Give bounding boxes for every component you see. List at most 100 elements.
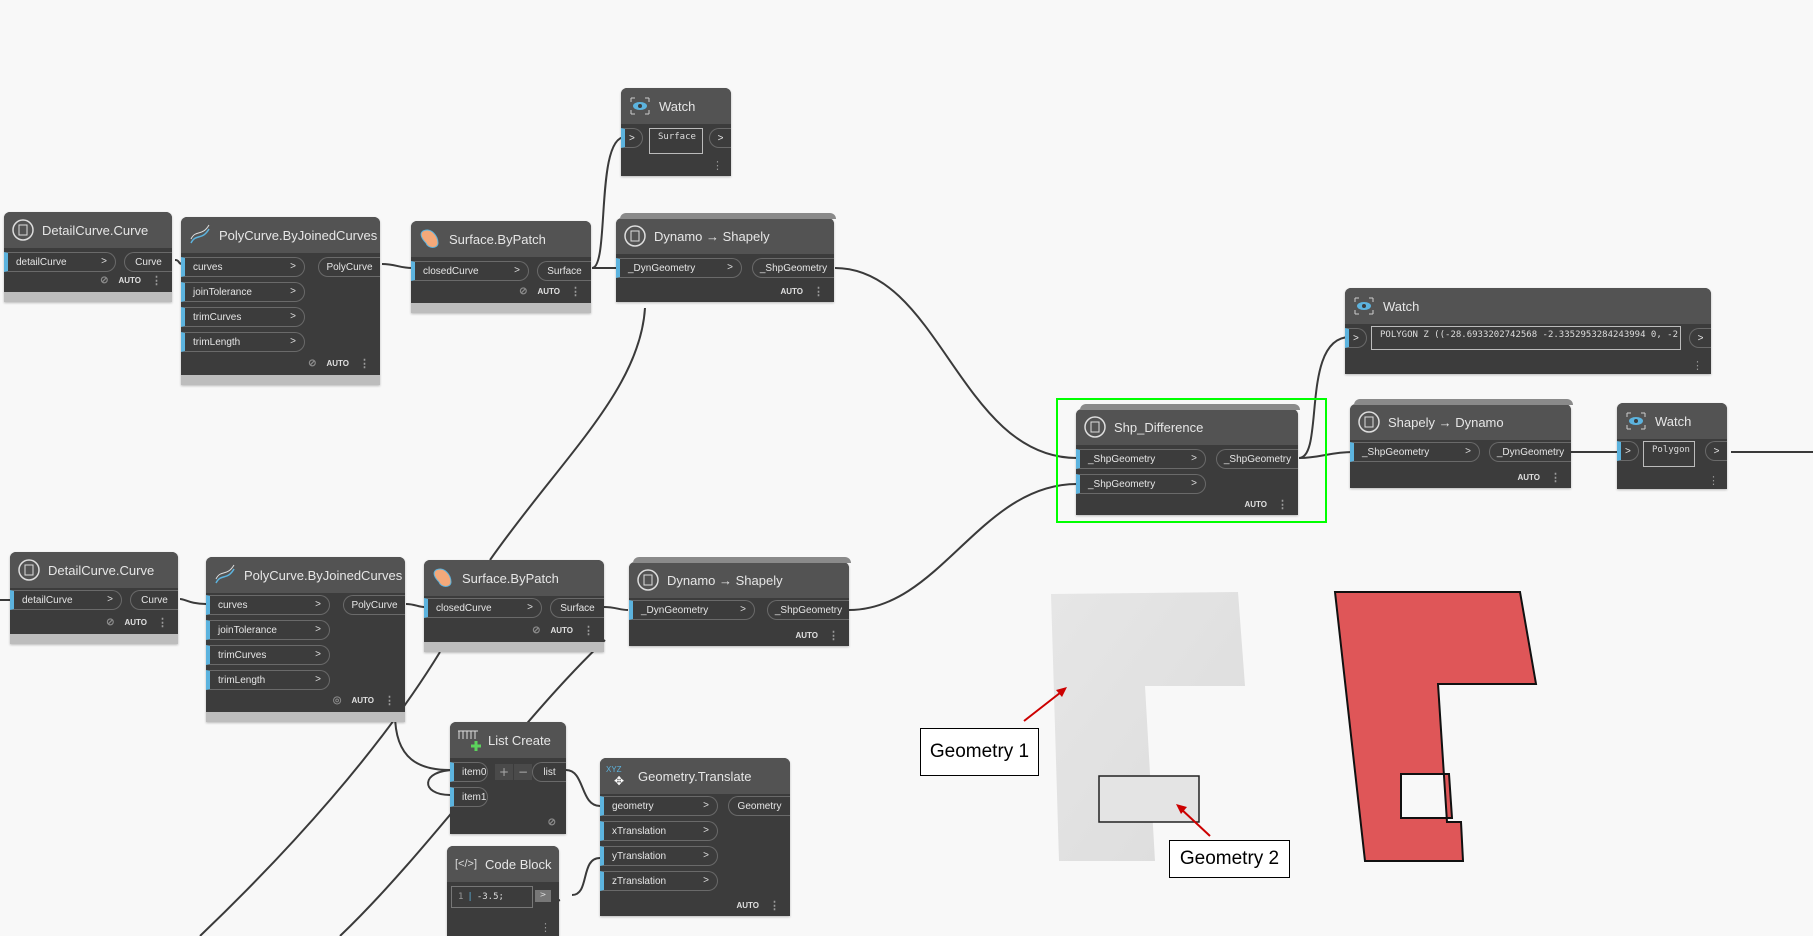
- input-port-curves[interactable]: curves>: [206, 595, 330, 615]
- node-watch-top[interactable]: Watch > Surface > ⋮: [621, 88, 731, 176]
- node-title: Watch: [1383, 298, 1420, 314]
- more-menu-icon[interactable]: ⋮: [1708, 474, 1719, 487]
- node-polycurve-top[interactable]: PolyCurve.ByJoinedCurves curves> joinTol…: [181, 217, 380, 385]
- input-port-shpgeometry-1[interactable]: _ShpGeometry>: [1076, 449, 1206, 469]
- input-port-detailcurve[interactable]: detailCurve>: [4, 252, 116, 272]
- node-footer: [4, 292, 172, 302]
- input-port-curves[interactable]: curves>: [181, 257, 305, 277]
- input-port-item0[interactable]: item0: [450, 762, 488, 782]
- remove-input-button[interactable]: −: [514, 764, 532, 780]
- node-watch-wkt[interactable]: Watch > POLYGON Z ((-28.6933202742568 -2…: [1345, 288, 1711, 374]
- more-menu-icon: ⋮: [828, 629, 839, 642]
- node-code-block[interactable]: [</>]Code Block 1|-3.5; > ⋮: [447, 846, 559, 936]
- watch-input-port[interactable]: >: [1345, 328, 1367, 348]
- preview-off-icon: ⊘: [308, 358, 317, 369]
- more-menu-icon[interactable]: ⋮: [712, 159, 723, 172]
- list-create-icon: [456, 727, 482, 753]
- more-menu-icon[interactable]: ⋮: [1692, 359, 1703, 372]
- output-port-curve[interactable]: Curve: [130, 590, 178, 610]
- node-dynamo-to-shapely-top[interactable]: Dynamo → Shapely _DynGeometry> _ShpGeome…: [616, 213, 836, 302]
- watch-output-port[interactable]: >: [709, 128, 731, 148]
- lacing-auto[interactable]: ⊘AUTO⋮: [106, 616, 168, 629]
- watch-output-port[interactable]: >: [1705, 441, 1727, 461]
- annotation-geometry-1: Geometry 1: [920, 728, 1039, 776]
- input-port-jointolerance[interactable]: joinTolerance>: [206, 620, 330, 640]
- polycurve-icon: [212, 562, 238, 588]
- input-port-xtranslation[interactable]: xTranslation>: [600, 821, 718, 841]
- output-port-shpgeometry[interactable]: _ShpGeometry: [752, 258, 834, 278]
- more-menu-icon[interactable]: ⋮: [151, 274, 162, 287]
- node-watch-polygon[interactable]: Watch > Polygon > ⋮: [1617, 403, 1727, 489]
- more-menu-icon: ⋮: [583, 624, 594, 637]
- node-list-create[interactable]: List Create item0 item1 + − list ⊘: [450, 722, 566, 834]
- node-title: List Create: [488, 732, 551, 748]
- lacing-auto[interactable]: AUTO⋮: [1244, 498, 1288, 511]
- watch-input-port[interactable]: >: [1617, 441, 1639, 461]
- surface-icon: [417, 226, 443, 252]
- output-port-list[interactable]: list: [532, 762, 566, 782]
- input-port-shpgeometry[interactable]: _ShpGeometry>: [1350, 442, 1480, 462]
- lacing-auto[interactable]: ◎AUTO⋮: [332, 694, 395, 707]
- input-port-closedcurve[interactable]: closedCurve>: [424, 598, 542, 618]
- lacing-auto[interactable]: AUTO⋮: [795, 629, 839, 642]
- input-port-shpgeometry-2[interactable]: _ShpGeometry>: [1076, 474, 1206, 494]
- lacing-auto[interactable]: ⊘AUTO⋮: [532, 624, 594, 637]
- input-port-item1[interactable]: item1: [450, 787, 488, 807]
- code-editor[interactable]: 1|-3.5;: [451, 886, 533, 908]
- output-port-polycurve[interactable]: PolyCurve: [318, 257, 380, 277]
- node-detailcurve-bottom[interactable]: DetailCurve.Curve detailCurve> Curve ⊘AU…: [10, 552, 178, 644]
- detailcurve-icon: [10, 217, 36, 243]
- output-port-shpgeometry[interactable]: _ShpGeometry: [1216, 449, 1298, 469]
- node-polycurve-bottom[interactable]: PolyCurve.ByJoinedCurves curves> joinTol…: [206, 557, 405, 722]
- input-port-trimcurves[interactable]: trimCurves>: [181, 307, 305, 327]
- input-port-trimlength[interactable]: trimLength>: [206, 670, 330, 690]
- output-port-geometry[interactable]: Geometry: [728, 796, 790, 816]
- output-port-shpgeometry[interactable]: _ShpGeometry: [767, 600, 849, 620]
- node-title: Shapely → Dynamo: [1388, 414, 1504, 430]
- node-title: PolyCurve.ByJoinedCurves: [244, 567, 403, 583]
- lacing-auto[interactable]: ⊘AUTO⋮: [519, 285, 581, 298]
- more-menu-icon[interactable]: ⋮: [540, 921, 551, 934]
- lacing-auto[interactable]: ⊘AUTO⋮: [100, 274, 162, 287]
- node-dynamo-to-shapely-bottom[interactable]: Dynamo → Shapely _DynGeometry> _ShpGeome…: [629, 557, 851, 646]
- lacing-auto[interactable]: ⊘AUTO⋮: [308, 357, 370, 370]
- node-shapely-to-dynamo[interactable]: Shapely → Dynamo _ShpGeometry> _DynGeome…: [1350, 399, 1573, 488]
- lacing-status[interactable]: ⊘: [548, 817, 556, 828]
- output-port-curve[interactable]: Curve: [124, 252, 172, 272]
- eye-icon: [627, 93, 653, 119]
- lacing-auto[interactable]: AUTO⋮: [736, 899, 780, 912]
- input-port-trimcurves[interactable]: trimCurves>: [206, 645, 330, 665]
- node-title: PolyCurve.ByJoinedCurves: [219, 227, 378, 243]
- code-output-port[interactable]: >: [535, 890, 551, 902]
- node-surface-top[interactable]: Surface.ByPatch closedCurve> Surface ⊘AU…: [411, 221, 591, 313]
- output-port-surface[interactable]: Surface: [550, 598, 604, 618]
- wire: [489, 307, 646, 561]
- node-surface-bottom[interactable]: Surface.ByPatch closedCurve> Surface ⊘AU…: [424, 560, 604, 652]
- output-port-dyngeometry[interactable]: _DynGeometry: [1489, 442, 1571, 462]
- add-input-button[interactable]: +: [495, 764, 513, 780]
- wire: [179, 598, 207, 605]
- node-shp-difference[interactable]: Shp_Difference _ShpGeometry> _ShpGeometr…: [1076, 404, 1300, 515]
- output-port-surface[interactable]: Surface: [537, 261, 591, 281]
- annotation-arrow-1: [1023, 688, 1066, 722]
- preview-off-icon: ⊘: [106, 617, 115, 628]
- wire: [603, 606, 629, 611]
- input-port-detailcurve[interactable]: detailCurve>: [10, 590, 122, 610]
- node-geometry-translate[interactable]: XYZ✥Geometry.Translate geometry> xTransl…: [600, 758, 790, 916]
- detailcurve-icon: [16, 557, 42, 583]
- input-port-ztranslation[interactable]: zTranslation>: [600, 871, 718, 891]
- lacing-auto[interactable]: AUTO⋮: [1517, 471, 1561, 484]
- lacing-auto[interactable]: AUTO⋮: [780, 285, 824, 298]
- output-port-polycurve[interactable]: PolyCurve: [343, 595, 405, 615]
- watch-output-port[interactable]: >: [1689, 328, 1711, 348]
- input-port-geometry[interactable]: geometry>: [600, 796, 718, 816]
- input-port-ytranslation[interactable]: yTranslation>: [600, 846, 718, 866]
- input-port-dyngeometry[interactable]: _DynGeometry>: [616, 258, 742, 278]
- input-port-jointolerance[interactable]: joinTolerance>: [181, 282, 305, 302]
- node-detailcurve-top[interactable]: DetailCurve.Curve detailCurve> Curve ⊘AU…: [4, 212, 172, 302]
- input-port-dyngeometry[interactable]: _DynGeometry>: [629, 600, 755, 620]
- input-port-trimlength[interactable]: trimLength>: [181, 332, 305, 352]
- watch-input-port[interactable]: >: [621, 128, 643, 148]
- input-port-closedcurve[interactable]: closedCurve>: [411, 261, 529, 281]
